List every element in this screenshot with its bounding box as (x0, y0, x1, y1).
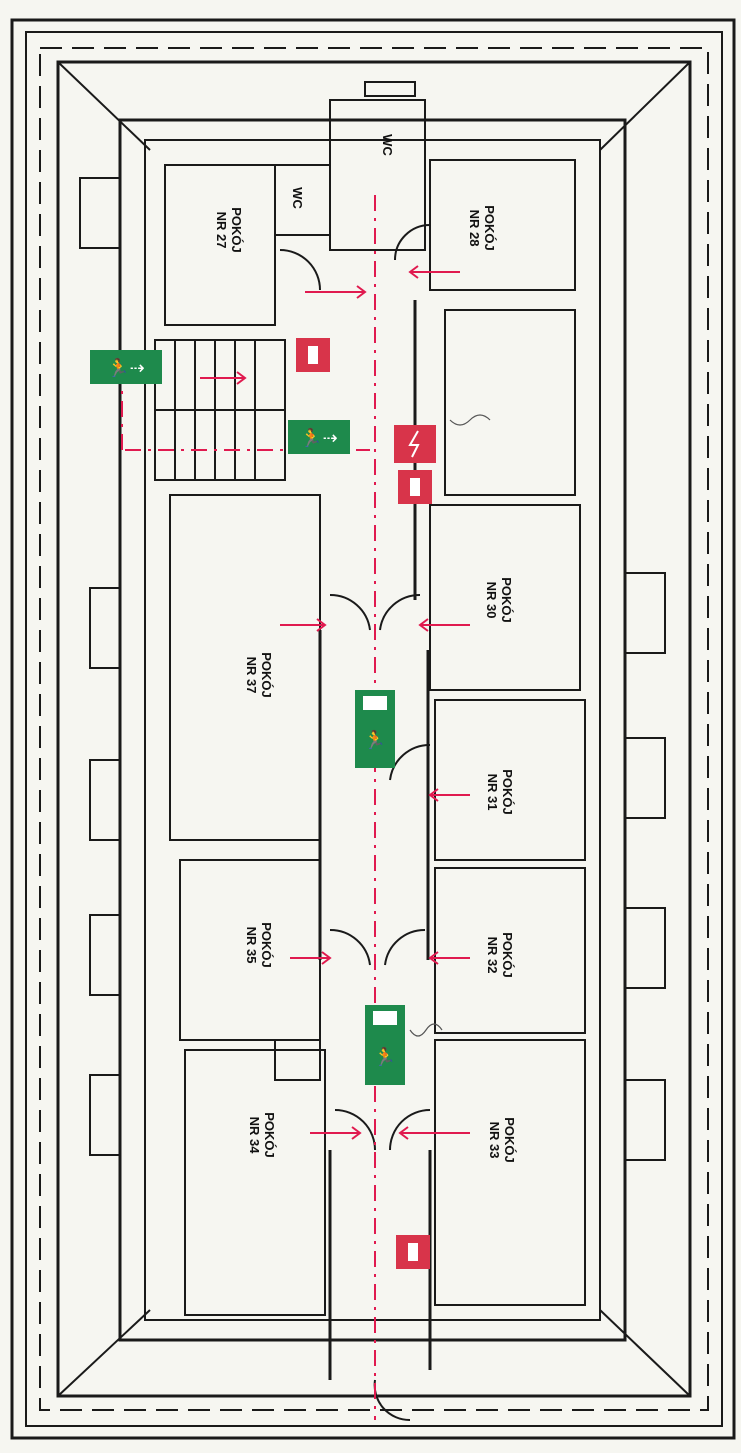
staircase (154, 339, 286, 481)
svg-text:NR 35: NR 35 (244, 927, 259, 964)
svg-text:POKÓJ: POKÓJ (500, 769, 515, 815)
room-label: POKÓJ NR 34 (247, 1112, 277, 1158)
svg-text:WC: WC (380, 134, 395, 156)
svg-text:POKÓJ: POKÓJ (499, 577, 514, 623)
emergency-exit-sign: 🏃 (355, 690, 395, 768)
svg-text:NR 28: NR 28 (467, 210, 482, 247)
svg-text:NR 32: NR 32 (485, 937, 500, 974)
svg-text:NR 27: NR 27 (214, 212, 229, 249)
wc-label: WC (290, 187, 305, 209)
svg-text:🏃⇢: 🏃⇢ (107, 357, 145, 379)
svg-text:POKÓJ: POKÓJ (502, 1117, 517, 1163)
direction-arrows (200, 265, 470, 1140)
svg-text:POKÓJ: POKÓJ (482, 205, 497, 251)
svg-text:POKÓJ: POKÓJ (229, 207, 244, 253)
svg-text:🏃: 🏃 (374, 1046, 396, 1068)
svg-text:NR 33: NR 33 (487, 1122, 502, 1159)
emergency-exit-sign: 🏃⇢ (288, 420, 350, 454)
window-bays-left (79, 177, 121, 1156)
svg-text:🏃: 🏃 (364, 729, 386, 751)
room-label: POKÓJ NR 30 (484, 577, 514, 623)
svg-text:WC: WC (290, 187, 305, 209)
building-outline (10, 18, 736, 1440)
room-label: POKÓJ NR 35 (244, 922, 274, 968)
emergency-exit-sign: 🏃⇢ (90, 350, 162, 384)
svg-text:NR 30: NR 30 (484, 582, 499, 619)
room-label: POKÓJ NR 37 (244, 652, 274, 698)
svg-text:NR 37: NR 37 (244, 657, 259, 694)
room-label: POKÓJ NR 27 (214, 207, 244, 253)
room-label: POKÓJ NR 33 (487, 1117, 517, 1163)
wc-label: WC (380, 134, 395, 156)
room-label: POKÓJ NR 28 (467, 205, 497, 251)
fire-extinguisher-sign (398, 470, 432, 504)
fire-extinguisher-sign (296, 338, 330, 372)
room-label: POKÓJ NR 32 (485, 932, 515, 978)
svg-text:POKÓJ: POKÓJ (259, 922, 274, 968)
svg-text:🏃⇢: 🏃⇢ (300, 427, 338, 449)
svg-text:POKÓJ: POKÓJ (500, 932, 515, 978)
svg-text:NR 34: NR 34 (247, 1117, 262, 1155)
svg-text:POKÓJ: POKÓJ (259, 652, 274, 698)
room-label: POKÓJ NR 31 (485, 769, 515, 815)
svg-text:NR 31: NR 31 (485, 774, 500, 811)
emergency-exit-sign: 🏃 (365, 1005, 405, 1085)
window-bays-right (364, 81, 666, 1161)
svg-text:POKÓJ: POKÓJ (262, 1112, 277, 1158)
handwritten-annotation (409, 414, 491, 1037)
electrical-switchboard-sign (394, 425, 436, 463)
fire-extinguisher-sign (396, 1235, 430, 1269)
